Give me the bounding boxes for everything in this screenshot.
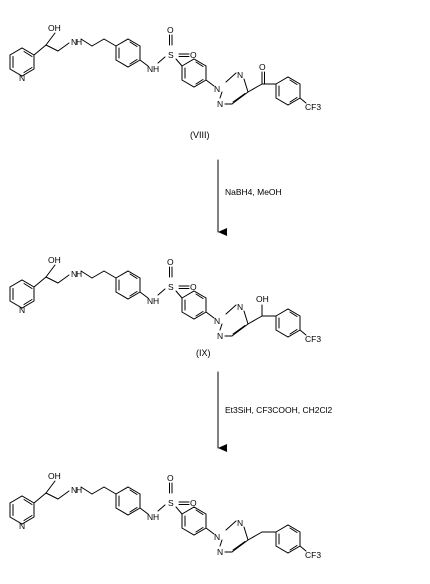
cf3-label: CF3: [305, 102, 321, 112]
triazole-n1-label: N: [214, 84, 220, 94]
triazole-n3-label: N: [217, 99, 223, 109]
pyridine-n-label: N: [19, 521, 25, 531]
reaction-step-2: Et3SiH, CF3COOH, CH2Cl2: [217, 371, 332, 452]
amine-n-label: N: [71, 485, 77, 495]
sulfonyl-oxygen-top-label: O: [167, 473, 174, 483]
sulfonamide-n-label: N: [147, 512, 153, 522]
reaction-step-1: NaBH4, MeOH: [217, 159, 282, 236]
hydroxyl-label: OH: [48, 255, 61, 265]
compound-VIII: O OH N N H N H O S O N N N CF3 (VIII): [9, 23, 321, 140]
sulfonyl-oxygen-right-label: O: [190, 498, 197, 508]
triazole-n2-label: N: [237, 70, 243, 80]
amine-n-label: N: [71, 269, 77, 279]
compound-id-IX: (IX): [196, 348, 211, 358]
sulfonamide-n-label: N: [147, 64, 153, 74]
compound-IX: OH OH N N H N H O S O N N N CF3 (IX): [9, 255, 321, 358]
triazole-n1-label: N: [214, 316, 220, 326]
sulfonyl-oxygen-top-label: O: [167, 257, 174, 267]
triazole-n2-label: N: [237, 518, 243, 528]
compound-id-VIII: (VIII): [190, 130, 210, 140]
sulfonyl-oxygen-right-label: O: [190, 50, 197, 60]
amine-h-label: H: [76, 37, 82, 47]
hydroxyl-label: OH: [48, 471, 61, 481]
compound-product: OH N N H N H O S O N N N CF3: [9, 471, 321, 560]
pyridine-n-label: N: [19, 305, 25, 315]
ketone-oxygen-label: O: [259, 62, 266, 72]
triazole-n3-label: N: [217, 331, 223, 341]
sulfonamide-n-label: N: [147, 296, 153, 306]
amine-h-label: H: [76, 269, 82, 279]
triazole-n3-label: N: [217, 547, 223, 557]
sulfur-label: S: [168, 498, 174, 508]
benzylic-hydroxyl-label: OH: [256, 294, 269, 304]
sulfur-label: S: [168, 50, 174, 60]
cf3-label: CF3: [305, 550, 321, 560]
step-1-reagents: NaBH4, MeOH: [225, 187, 282, 197]
amine-h-label: H: [76, 485, 82, 495]
triazole-n1-label: N: [214, 532, 220, 542]
sulfonamide-h-label: H: [153, 296, 159, 306]
pyridine-n-label: N: [19, 73, 25, 83]
step-2-reagents: Et3SiH, CF3COOH, CH2Cl2: [225, 405, 332, 415]
sulfonamide-h-label: H: [153, 64, 159, 74]
triazole-n2-label: N: [237, 302, 243, 312]
amine-n-label: N: [71, 37, 77, 47]
sulfonyl-oxygen-top-label: O: [167, 25, 174, 35]
sulfonyl-oxygen-right-label: O: [190, 282, 197, 292]
sulfur-label: S: [168, 282, 174, 292]
cf3-label: CF3: [305, 334, 321, 344]
hydroxyl-label: OH: [48, 23, 61, 33]
sulfonamide-h-label: H: [153, 512, 159, 522]
